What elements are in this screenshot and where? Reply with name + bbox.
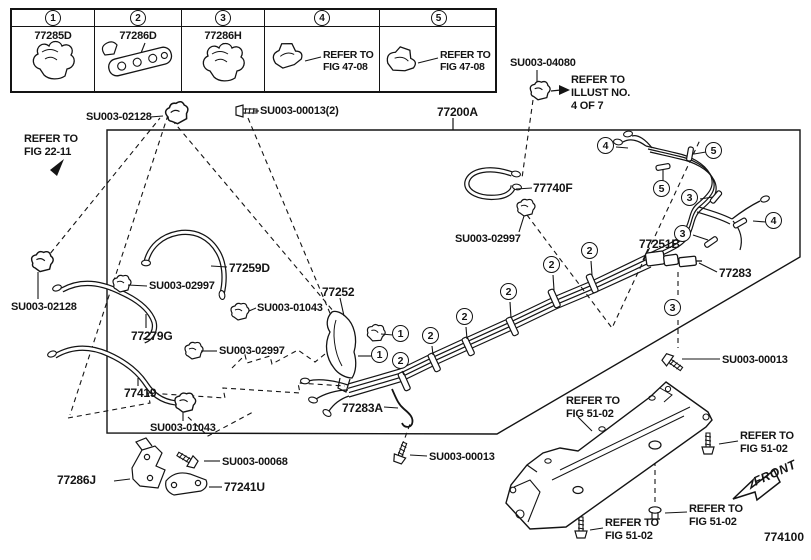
label-77241u: 77241U <box>224 480 265 494</box>
bracket-77286j <box>131 437 166 489</box>
legend-circle-4: 4 <box>314 10 330 26</box>
fastener-parts <box>30 80 715 539</box>
callout-1: 1 <box>392 325 409 342</box>
legend-cell-77286d: 77286D <box>95 27 182 91</box>
illust-arrow <box>559 85 570 95</box>
callout-2: 2 <box>422 327 439 344</box>
bracket-icon <box>101 41 173 77</box>
legend-refer-text: REFER TO FIG 47-08 <box>323 49 374 73</box>
hoses <box>46 167 523 406</box>
legend-part-label: 77286D <box>119 30 157 42</box>
callout-2: 2 <box>500 283 517 300</box>
legend-cell-77286h: 77286H <box>182 27 265 91</box>
label-77283: 77283 <box>719 266 752 280</box>
callout-2: 2 <box>456 308 473 325</box>
label-su003-02128-left: SU003-02128 <box>11 301 77 313</box>
label-77279g: 77279G <box>131 329 173 343</box>
callout-3: 3 <box>674 225 691 242</box>
callout-5: 5 <box>653 180 670 197</box>
legend-header-2: 2 <box>95 10 182 27</box>
label-su003-00013-b: SU003-00013 <box>722 354 788 366</box>
figure-code: 774100 <box>763 530 804 544</box>
label-77283a: 77283A <box>342 401 383 415</box>
legend-header-3: 3 <box>182 10 265 27</box>
clip-icon <box>202 42 245 82</box>
front-arrow <box>732 468 781 502</box>
label-su003-02128-top: SU003-02128 <box>86 111 152 123</box>
legend-part-label: 77286H <box>204 30 242 42</box>
label-refer-illust: REFER TO ILLUST NO. 4 OF 7 <box>571 74 631 112</box>
legend-circle-2: 2 <box>130 10 146 26</box>
label-su003-00068: SU003-00068 <box>222 456 288 468</box>
legend-header-1: 1 <box>12 10 95 27</box>
leader-lines <box>113 70 767 531</box>
label-refer-fig-22-11: REFER TO FIG 22-11 <box>24 133 78 158</box>
main-boundary <box>106 129 801 435</box>
callout-1: 1 <box>371 346 388 363</box>
clamp-icon <box>272 42 322 69</box>
label-77740f: 77740F <box>533 181 573 195</box>
legend-cell-77285d: 77285D <box>12 27 95 91</box>
bundle-clips <box>397 273 599 392</box>
main-pipe-bundle <box>307 253 652 412</box>
legend-table: 1 2 3 4 5 77285D 77286D 77286H <box>10 8 497 93</box>
legend-circle-5: 5 <box>430 10 447 26</box>
shield-77252 <box>325 310 357 393</box>
junction-77251b <box>644 250 702 268</box>
label-su003-01043-b: SU003-01043 <box>150 422 216 434</box>
callout-2: 2 <box>543 256 560 273</box>
pigtail-wires <box>622 134 761 220</box>
legend-circle-1: 1 <box>45 10 61 26</box>
legend-cell-refer-4: REFER TO FIG 47-08 <box>265 27 380 91</box>
label-77200a: 77200A <box>437 105 478 119</box>
legend-cell-refer-5: REFER TO FIG 47-08 <box>380 27 497 91</box>
legend-circle-3: 3 <box>215 10 231 26</box>
label-77419: 77419 <box>124 386 157 400</box>
label-refer-fig-51-02-panel: REFER TO FIG 51-02 <box>566 395 620 420</box>
skid-plate <box>505 381 713 530</box>
legend-refer-text: REFER TO FIG 47-08 <box>440 49 491 73</box>
label-su003-04080: SU003-04080 <box>510 57 576 69</box>
bracket-77241u <box>165 472 208 496</box>
label-77252: 77252 <box>322 285 355 299</box>
legend-header-5: 5 <box>380 10 497 27</box>
label-refer-fig-51-02-right: REFER TO FIG 51-02 <box>740 430 794 455</box>
label-su003-02997-a: SU003-02997 <box>149 280 215 292</box>
label-refer-fig-51-02-clip: REFER TO FIG 51-02 <box>689 503 743 528</box>
callout-2: 2 <box>392 352 409 369</box>
label-refer-fig-51-02-bottom: REFER TO FIG 51-02 <box>605 517 659 542</box>
callout-4: 4 <box>765 212 782 229</box>
label-su003-01043-a: SU003-01043 <box>257 302 323 314</box>
riser-clips <box>655 146 748 248</box>
pipe-77283a <box>391 388 414 428</box>
label-77251b: 77251B <box>639 237 680 251</box>
callout-2: 2 <box>581 242 598 259</box>
label-su003-00013-x2: SU003-00013(2) <box>260 105 339 117</box>
clip-icon <box>32 40 75 80</box>
callout-3: 3 <box>664 299 681 316</box>
callout-3: 3 <box>681 189 698 206</box>
clamp-icon <box>386 46 439 72</box>
label-77259d: 77259D <box>229 261 270 275</box>
callout-5: 5 <box>705 142 722 159</box>
fig2211-arrow <box>50 159 64 176</box>
label-su003-00013-a: SU003-00013 <box>429 451 495 463</box>
label-su003-02997-c: SU003-02997 <box>455 233 521 245</box>
label-su003-02997-b: SU003-02997 <box>219 345 285 357</box>
callout-4: 4 <box>597 137 614 154</box>
legend-header-4: 4 <box>265 10 380 27</box>
legend-part-label: 77285D <box>34 30 72 42</box>
label-77286j: 77286J <box>57 473 96 487</box>
